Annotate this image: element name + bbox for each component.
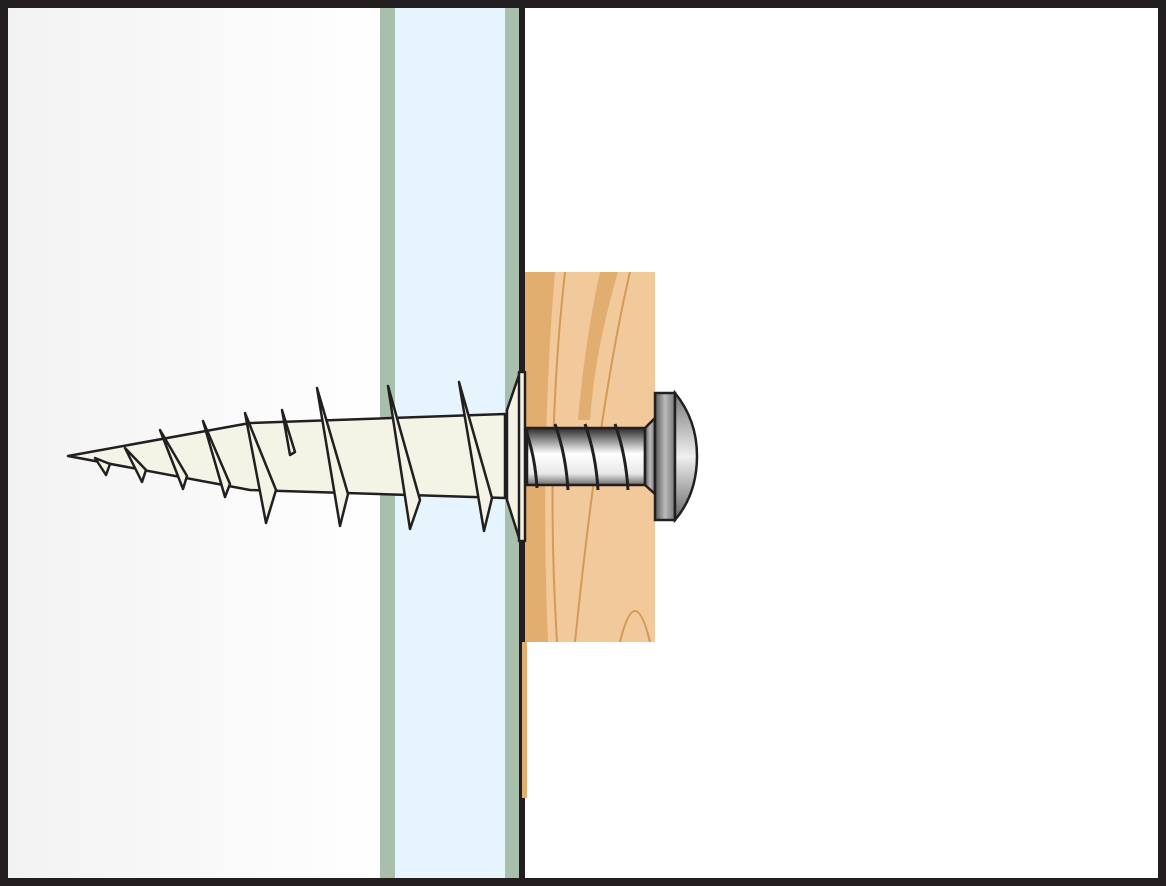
drywall-anchor <box>66 370 527 543</box>
screw <box>523 389 699 524</box>
